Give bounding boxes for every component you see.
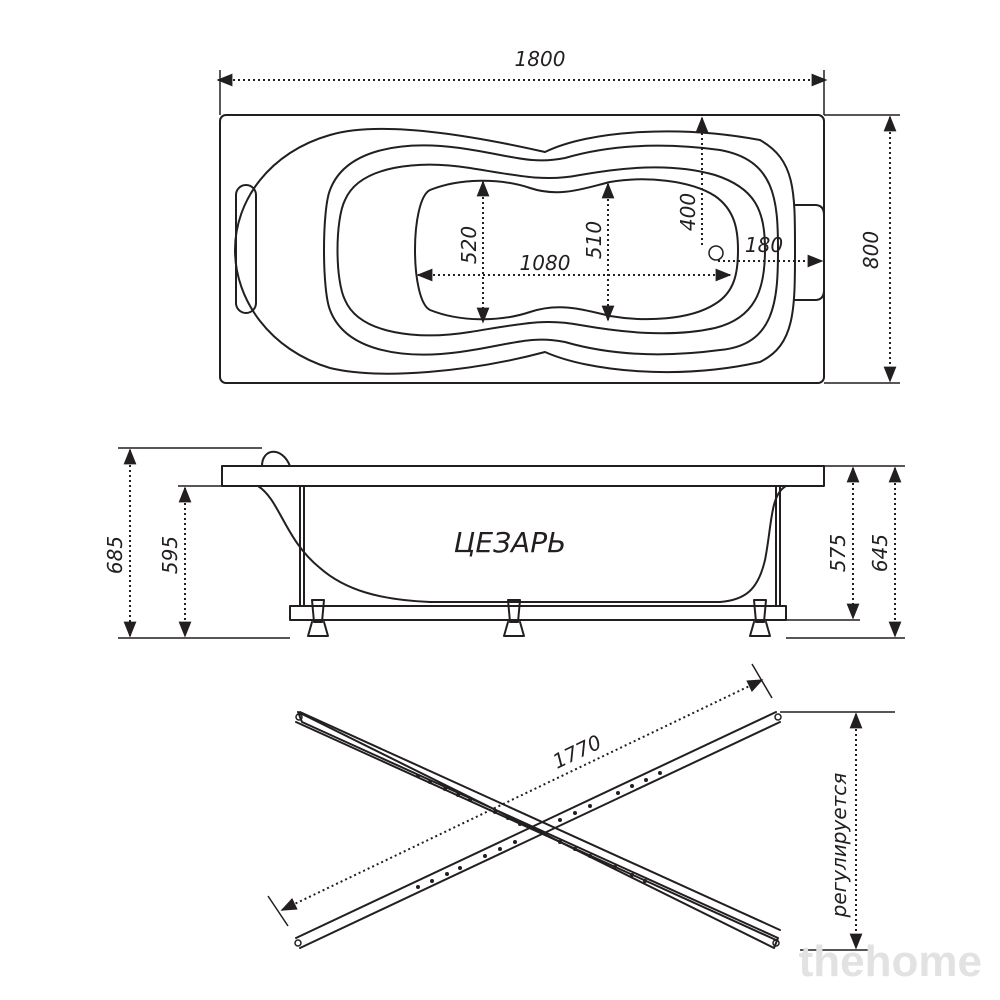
tub-middle-contour — [323, 144, 779, 356]
dim-inner-length: 1080 — [520, 251, 571, 275]
dim-diagonal: 1770 — [549, 730, 605, 774]
dim-length: 1800 — [515, 47, 566, 71]
headrest — [235, 184, 257, 314]
drain — [708, 245, 724, 261]
overflow-tab — [794, 204, 825, 301]
dim-rim-height: 595 — [158, 536, 182, 574]
model-name: ЦЕЗАРЬ — [454, 526, 567, 559]
dim-inner-width-left: 520 — [457, 226, 481, 264]
dim-inner-width-right: 510 — [582, 221, 606, 259]
dim-drain-edge: 400 — [676, 193, 700, 231]
headrest-profile — [261, 450, 291, 467]
tub-outer-bowl — [234, 127, 796, 375]
dim-width: 800 — [859, 231, 883, 269]
tub-body-profile — [257, 485, 787, 603]
frame-view: 1770 регулируется — [267, 663, 895, 951]
watermark: thehome — [799, 937, 982, 986]
top-view: 1800 800 1080 520 510 400 180 — [216, 47, 900, 384]
dim-total-height: 685 — [103, 536, 127, 574]
dim-drain-end: 180 — [745, 233, 783, 257]
tub-bottom — [414, 178, 739, 321]
frame-bar-1 — [297, 711, 779, 949]
dim-total-height-right: 645 — [868, 534, 892, 572]
dim-depth: 575 — [826, 534, 850, 572]
adjustable-label: регулируется — [827, 773, 851, 919]
frame-base — [289, 605, 787, 621]
tub-outline — [219, 114, 825, 384]
feet — [307, 599, 771, 637]
side-view: ЦЕЗАРЬ 685 595 575 645 — [103, 447, 905, 639]
tub-rim — [221, 465, 825, 487]
tub-inner-contour — [336, 163, 766, 337]
